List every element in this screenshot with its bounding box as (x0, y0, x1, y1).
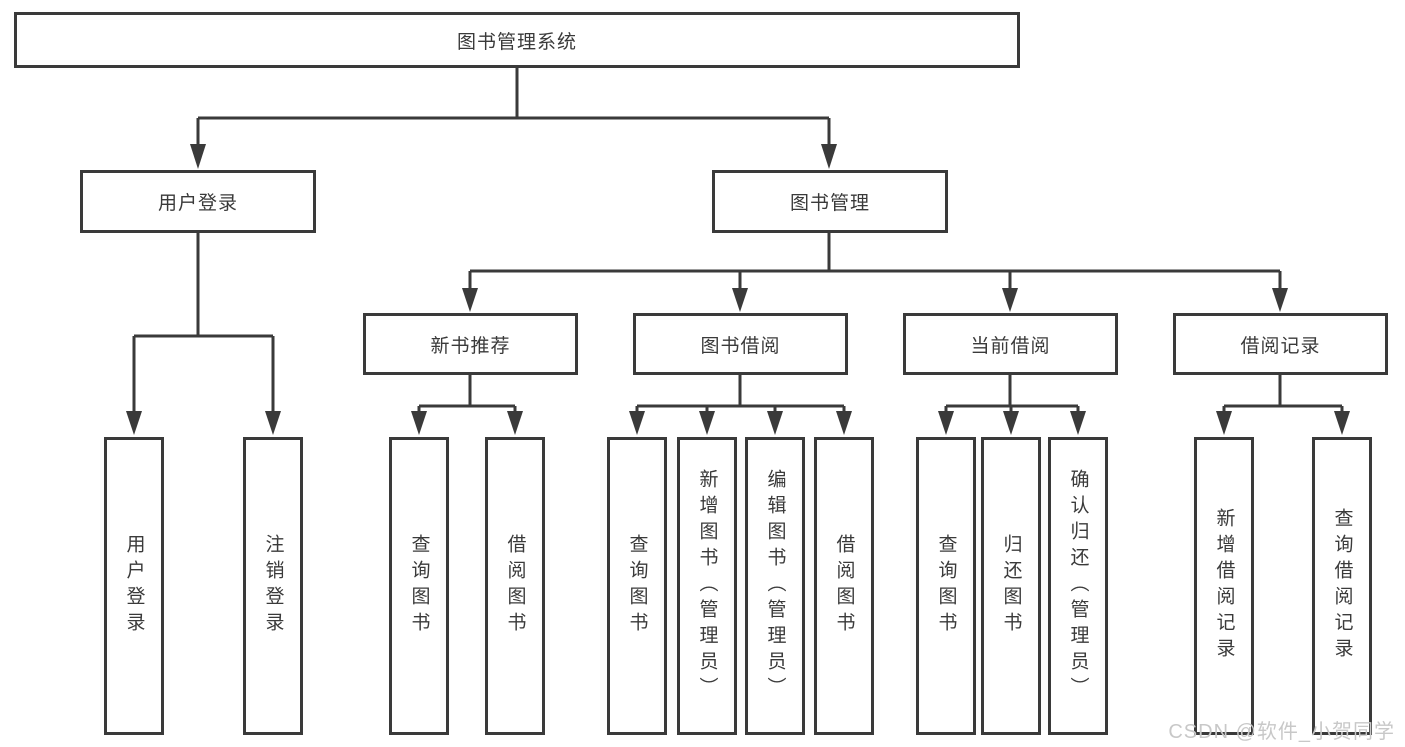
leaf-label: 注销登录 (262, 534, 284, 638)
leaf-user-login: 用户登录 (104, 437, 164, 735)
leaf-borrow-add-book-admin: 新增图书（管理员） (677, 437, 737, 735)
connector-borrowing-records-to-leaves (1216, 375, 1350, 435)
leaf-current-return-books: 归还图书 (981, 437, 1041, 735)
leaf-borrow-edit-book-admin: 编辑图书（管理员） (745, 437, 805, 735)
node-book-borrowing: 图书借阅 (633, 313, 848, 375)
node-library-management-system: 图书管理系统 (14, 12, 1020, 68)
node-label: 新书推荐 (430, 335, 511, 357)
leaf-label: 借阅图书 (504, 534, 526, 638)
leaf-label: 借阅图书 (833, 534, 855, 638)
csdn-watermark: CSDN @软件_小贺同学 (1168, 721, 1395, 743)
leaf-label: 查询图书 (626, 534, 648, 638)
connector-current-borrowing-to-leaves (938, 375, 1086, 435)
leaf-label: 查询借阅记录 (1331, 508, 1353, 664)
node-book-management: 图书管理 (712, 170, 948, 233)
leaf-record-add-borrow-record: 新增借阅记录 (1194, 437, 1254, 735)
leaf-label: 用户登录 (123, 534, 145, 638)
node-borrowing-records: 借阅记录 (1173, 313, 1388, 375)
leaf-borrow-query-books: 查询图书 (607, 437, 667, 735)
leaf-newbook-borrow-books: 借阅图书 (485, 437, 545, 735)
leaf-newbook-query-books: 查询图书 (389, 437, 449, 735)
leaf-record-query-borrow-record: 查询借阅记录 (1312, 437, 1372, 735)
leaf-label: 查询图书 (935, 534, 957, 638)
connector-root-to-level2 (190, 68, 837, 169)
node-label: 图书管理 (789, 193, 870, 214)
leaf-current-confirm-return-admin: 确认归还（管理员） (1048, 437, 1108, 735)
node-label: 图书管理系统 (456, 31, 577, 53)
leaf-label: 归还图书 (1000, 534, 1022, 638)
node-label: 图书借阅 (700, 335, 781, 357)
node-label: 用户登录 (157, 193, 238, 214)
leaf-label: 新增图书（管理员） (696, 469, 718, 703)
connector-book-management-to-level3 (462, 233, 1288, 312)
leaf-borrow-borrow-books: 借阅图书 (814, 437, 874, 735)
leaf-label: 编辑图书（管理员） (764, 469, 786, 703)
node-label: 当前借阅 (970, 335, 1051, 357)
connector-user-login-to-leaves (126, 233, 281, 435)
leaf-label: 新增借阅记录 (1213, 508, 1235, 664)
leaf-label: 查询图书 (408, 534, 430, 638)
leaf-label: 确认归还（管理员） (1067, 469, 1089, 703)
connector-book-borrowing-to-leaves (629, 375, 852, 435)
node-current-borrowing: 当前借阅 (903, 313, 1118, 375)
node-new-book-recommend: 新书推荐 (363, 313, 578, 375)
leaf-logout: 注销登录 (243, 437, 303, 735)
connector-new-book-to-leaves (411, 375, 523, 435)
node-label: 借阅记录 (1240, 335, 1321, 357)
leaf-current-query-books: 查询图书 (916, 437, 976, 735)
node-user-login: 用户登录 (80, 170, 316, 233)
